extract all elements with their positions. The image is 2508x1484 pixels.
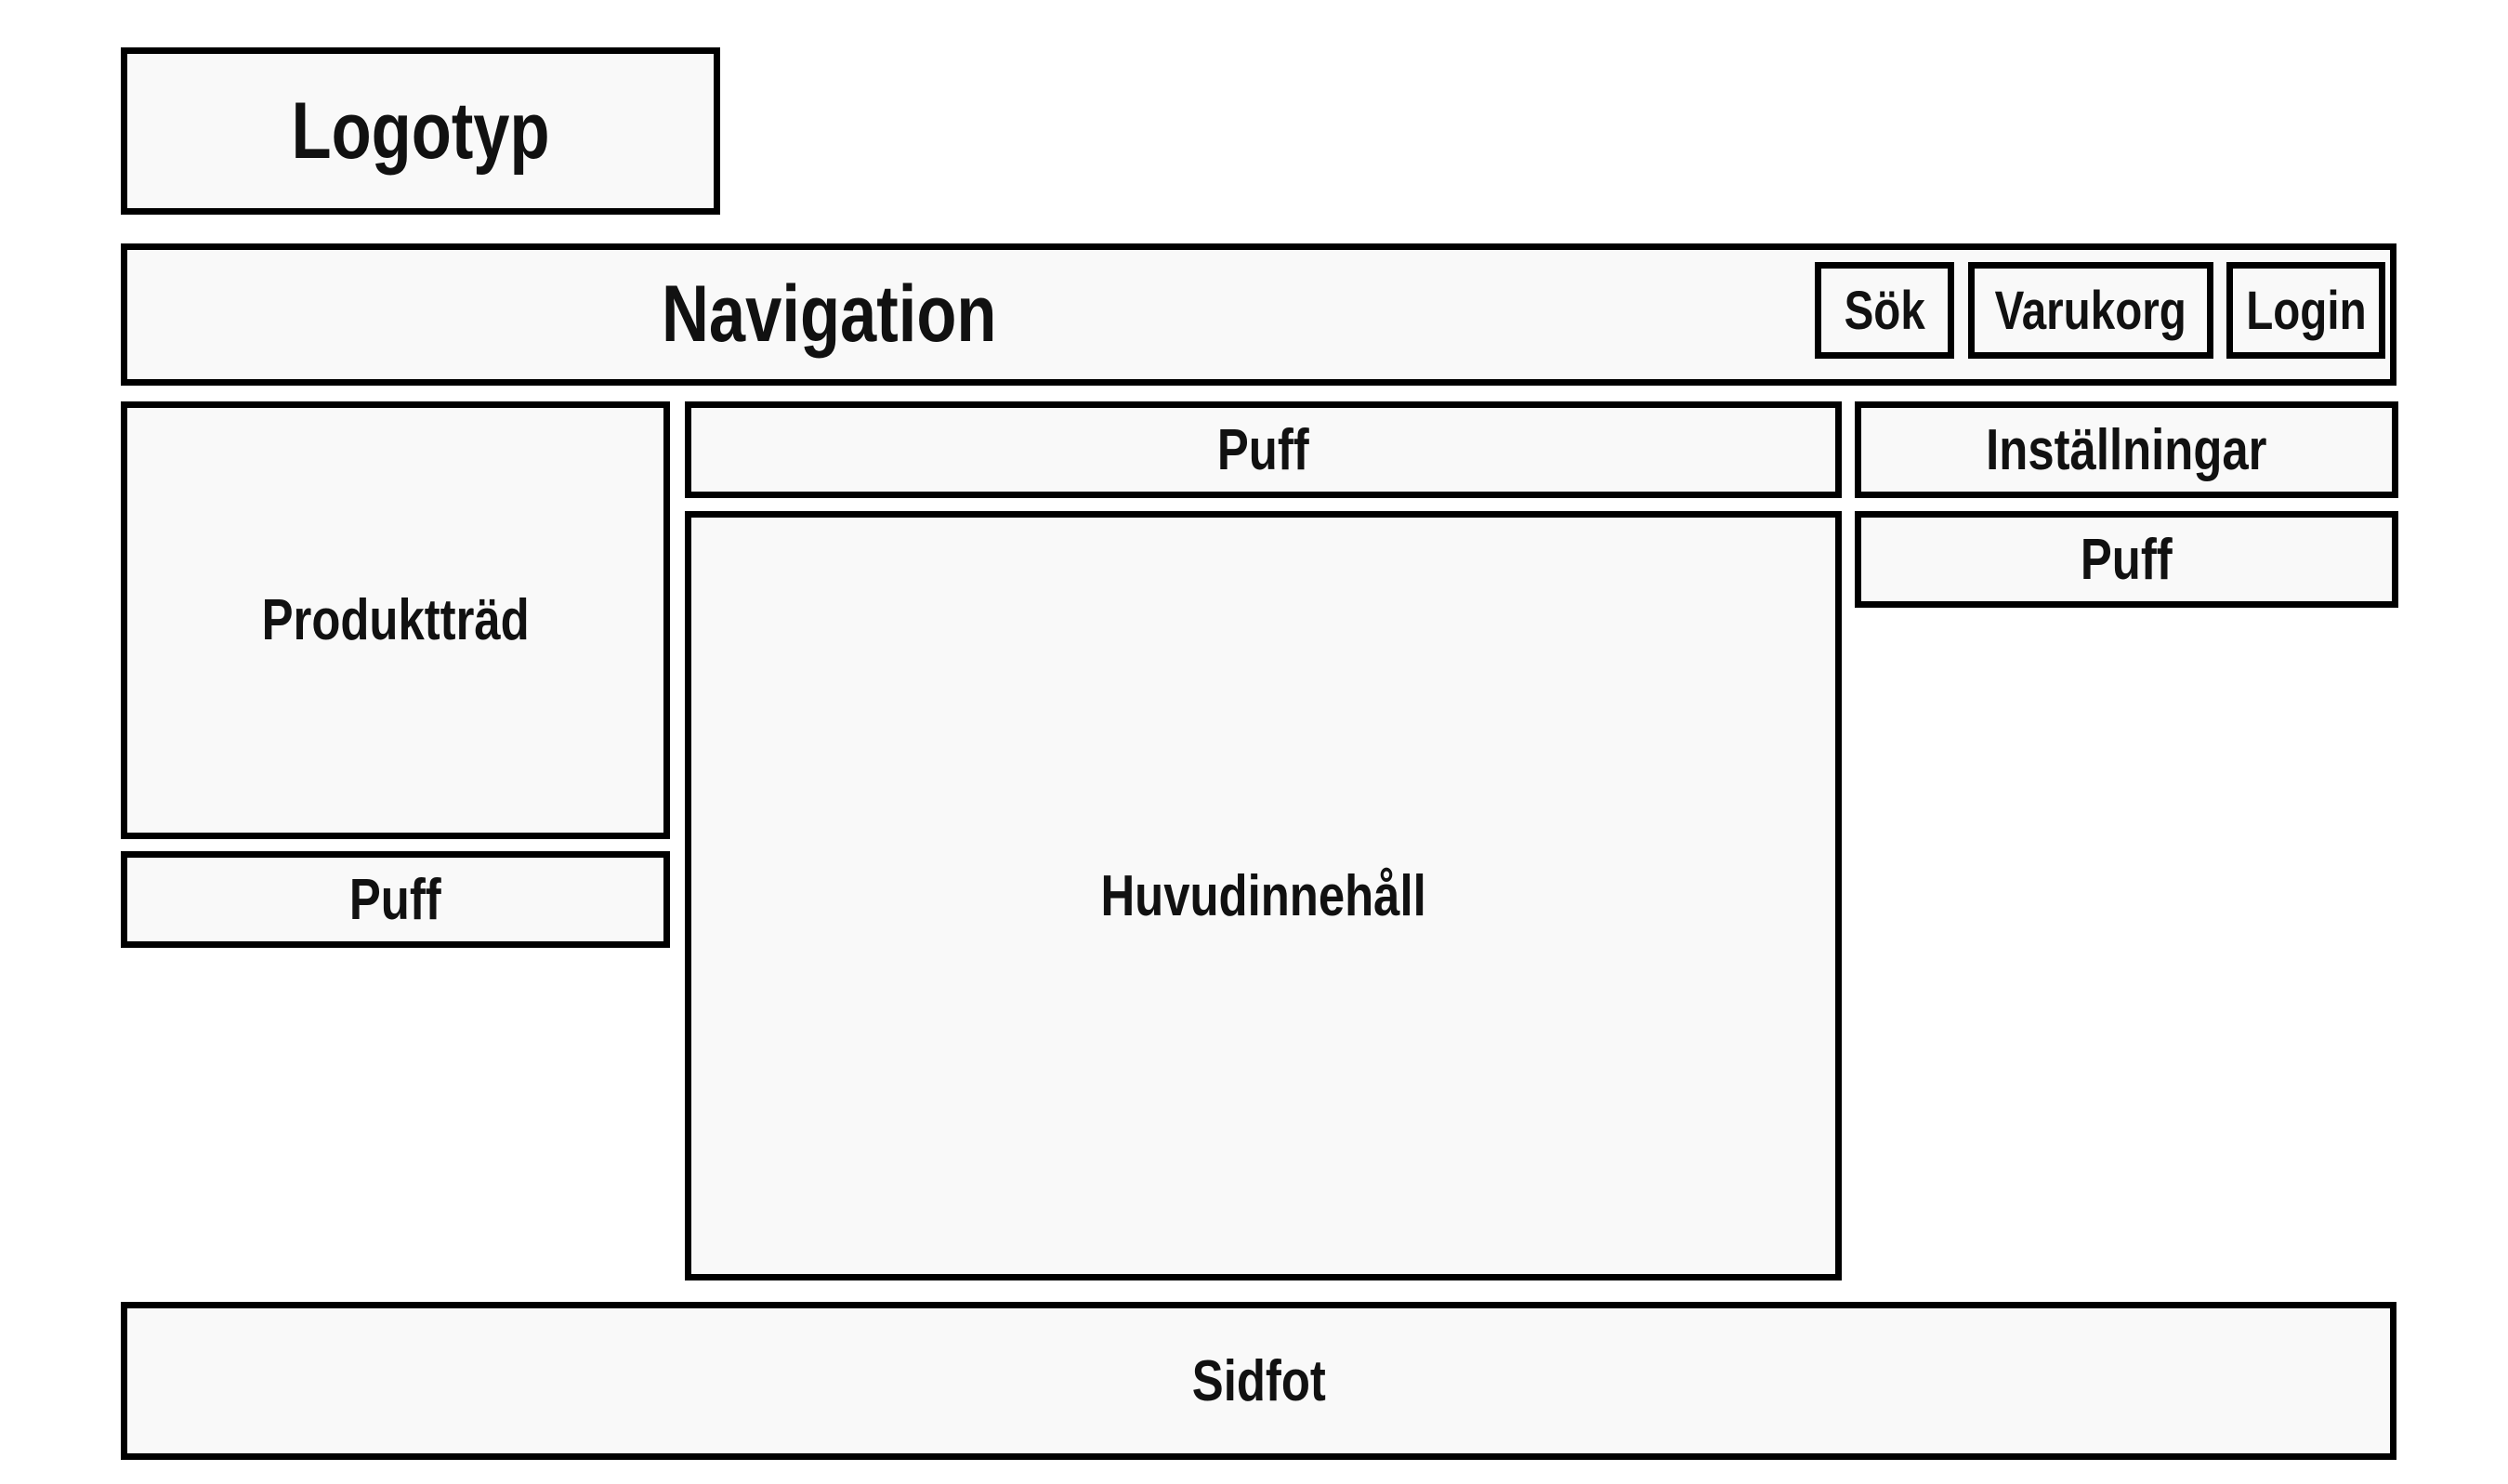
promo-left[interactable]: Puff xyxy=(121,851,670,948)
logo-placeholder[interactable]: Logotyp xyxy=(121,47,720,215)
promo-main-top[interactable]: Puff xyxy=(685,401,1842,498)
search-button[interactable]: Sök xyxy=(1815,262,1954,359)
settings-label: Inställningar xyxy=(1986,417,2267,482)
logo-label: Logotyp xyxy=(291,85,550,176)
cart-button-label: Varukorg xyxy=(1994,280,2187,341)
product-tree-panel: Produktträd xyxy=(121,401,670,839)
login-button[interactable]: Login xyxy=(2226,262,2385,359)
settings-panel[interactable]: Inställningar xyxy=(1855,401,2398,498)
search-button-label: Sök xyxy=(1844,280,1925,341)
footer-label: Sidfot xyxy=(1191,1348,1326,1413)
promo-right-label: Puff xyxy=(2081,527,2173,592)
navigation-label: Navigation xyxy=(662,269,997,359)
product-tree-label: Produktträd xyxy=(261,588,530,652)
promo-main-top-label: Puff xyxy=(1217,417,1309,482)
promo-right[interactable]: Puff xyxy=(1855,511,2398,608)
main-content-label: Huvudinnehåll xyxy=(1100,863,1426,928)
footer: Sidfot xyxy=(121,1302,2396,1460)
login-button-label: Login xyxy=(2245,280,2367,341)
promo-left-label: Puff xyxy=(349,867,441,932)
cart-button[interactable]: Varukorg xyxy=(1968,262,2213,359)
navigation-label-wrap: Navigation xyxy=(662,250,1070,379)
main-content-area: Huvudinnehåll xyxy=(685,511,1842,1280)
